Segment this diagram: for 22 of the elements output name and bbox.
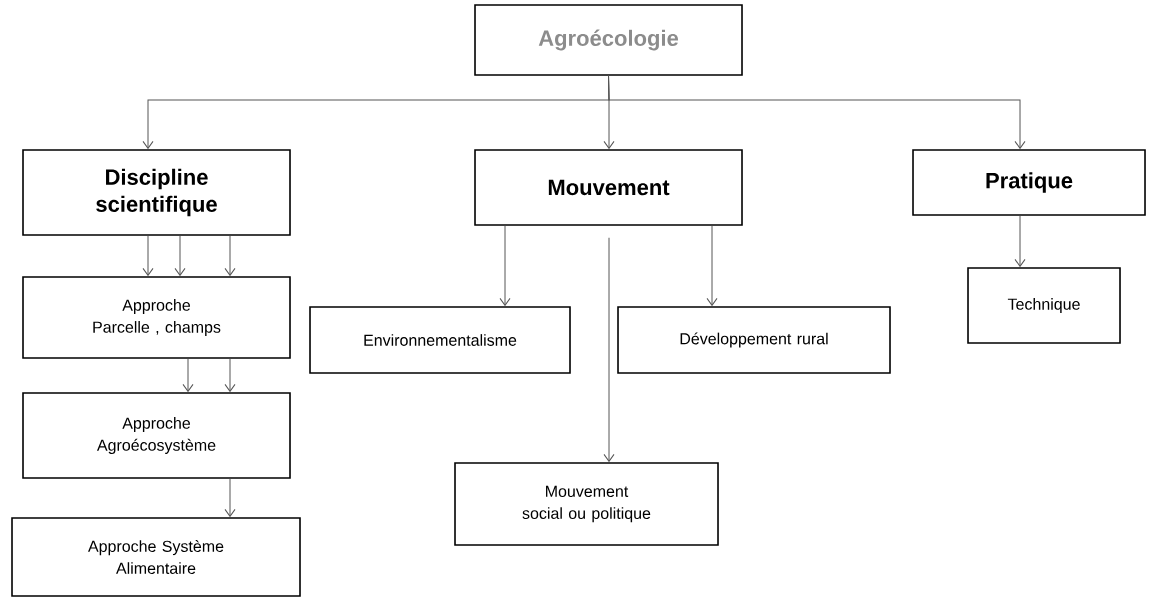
arrow (174, 235, 186, 276)
concept-box: Technique (967, 267, 1121, 344)
concept-box: Environnementalisme (309, 306, 571, 374)
arrow (603, 237, 615, 462)
arrow (224, 235, 236, 276)
arrow (224, 358, 236, 392)
arrow (182, 358, 194, 392)
arrow (224, 478, 236, 517)
concept-box: Approche Parcelle , champs (22, 276, 291, 359)
arrow (142, 235, 154, 276)
arrow (706, 225, 718, 306)
arrow (608, 75, 1026, 149)
concept-box: Approche Système Alimentaire (11, 517, 301, 597)
arrow (1014, 215, 1026, 267)
category-box: Discipline scientifique (22, 149, 291, 236)
category-box: Mouvement (474, 149, 743, 226)
concept-box: Mouvement social ou politique (454, 462, 719, 546)
title-box: Agroécologie (474, 4, 743, 76)
concept-box: Approche Agroécosystème (22, 392, 291, 479)
concept-box: Développement rural (617, 306, 891, 374)
category-box: Pratique (912, 149, 1146, 216)
arrow (499, 225, 511, 306)
